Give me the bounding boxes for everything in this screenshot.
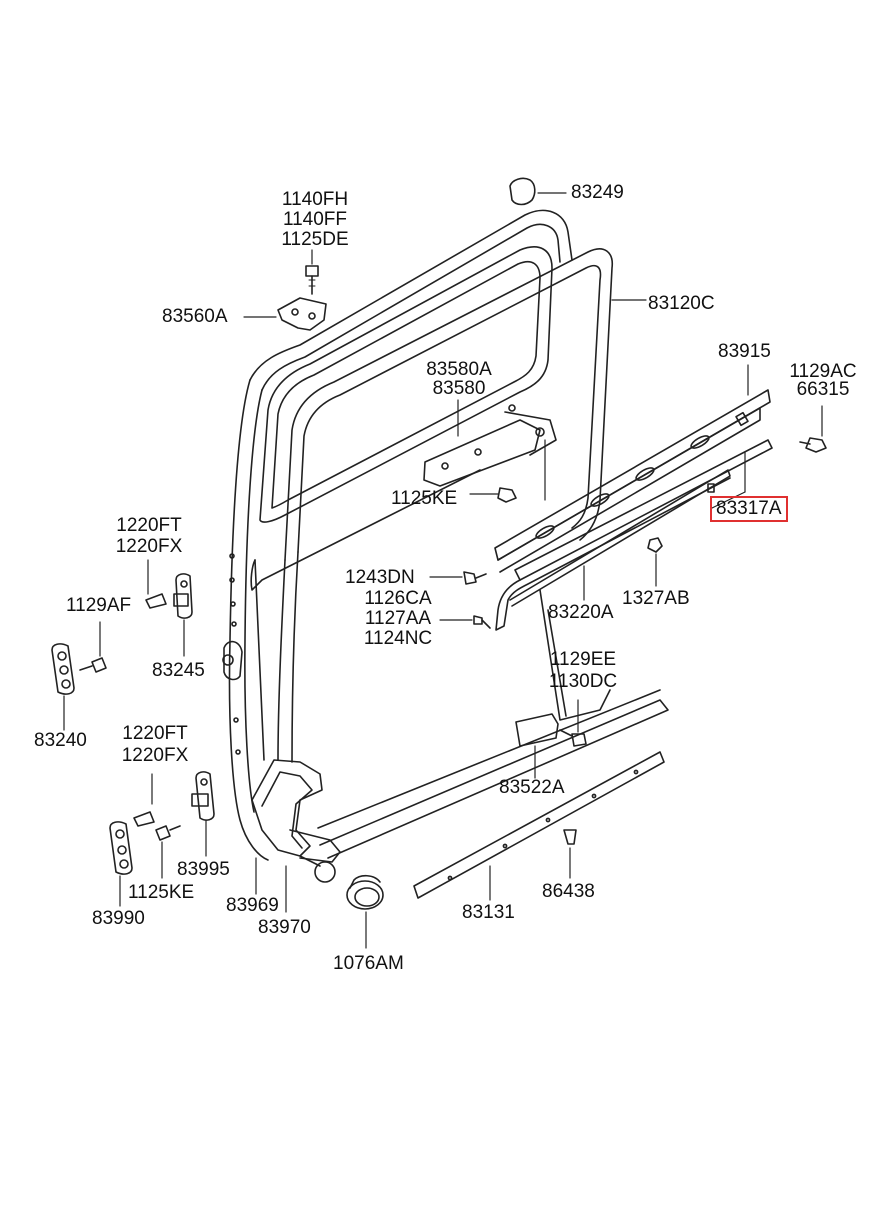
clip-86438 bbox=[564, 830, 576, 844]
label-66315[interactable]: 66315 bbox=[796, 379, 850, 400]
label-1125de[interactable]: 1125DE bbox=[281, 229, 349, 250]
label-1129ee[interactable]: 1129EE bbox=[549, 649, 617, 670]
weatherstrip-83120c-lower-inner bbox=[292, 552, 298, 762]
label-1140ff[interactable]: 1140FF bbox=[282, 209, 348, 230]
center-rail-83915 bbox=[495, 390, 770, 560]
hinge-83969 bbox=[252, 760, 322, 856]
upper-rail-bracket-83580 bbox=[424, 420, 540, 486]
label-83580a[interactable]: 83580A bbox=[426, 359, 492, 380]
door-outer-frame bbox=[250, 210, 572, 380]
door-panel-right2 bbox=[548, 610, 566, 716]
label-1127aa[interactable]: 1127AA bbox=[364, 608, 432, 629]
grommet-1076am bbox=[347, 881, 383, 909]
label-1125ke-bottom[interactable]: 1125KE bbox=[128, 882, 195, 903]
screw-1243dn bbox=[464, 572, 476, 584]
weatherstrip-83120c-inner bbox=[298, 266, 600, 552]
bolt-1129ac bbox=[806, 438, 826, 452]
door-outer-left-edge-inner bbox=[245, 390, 262, 812]
screw-1220ft-b bbox=[134, 812, 154, 826]
bracket-83220a bbox=[510, 470, 730, 606]
label-1220fx-a[interactable]: 1220FX bbox=[115, 536, 183, 557]
nut-1327ab bbox=[648, 538, 662, 552]
label-83120c[interactable]: 83120C bbox=[648, 293, 715, 314]
label-1327ab[interactable]: 1327AB bbox=[622, 588, 690, 609]
label-1243dn[interactable]: 1243DN bbox=[345, 567, 415, 588]
screw-1220ft-a bbox=[146, 594, 166, 608]
label-83240[interactable]: 83240 bbox=[34, 730, 87, 751]
latch-83245 bbox=[176, 574, 192, 618]
door-bottom-sill bbox=[320, 700, 668, 858]
bolt-1125ke-top bbox=[498, 488, 516, 502]
weatherstrip-83120c bbox=[285, 249, 612, 560]
label-83220a[interactable]: 83220A bbox=[548, 602, 614, 623]
bolt-1129af bbox=[92, 658, 106, 672]
bracket-83560a bbox=[278, 298, 326, 330]
window-frame-inner bbox=[272, 262, 540, 508]
label-83995[interactable]: 83995 bbox=[177, 859, 230, 880]
label-1125ke-top[interactable]: 1125KE bbox=[391, 488, 458, 509]
plate-83990 bbox=[110, 822, 132, 874]
door-mid-panel bbox=[251, 470, 480, 590]
plate-83240 bbox=[52, 644, 74, 694]
cap-83249 bbox=[510, 178, 535, 204]
label-83915[interactable]: 83915 bbox=[718, 341, 771, 362]
latch-83995 bbox=[196, 772, 214, 820]
sill-strip-83131 bbox=[414, 752, 664, 898]
label-83969[interactable]: 83969 bbox=[226, 895, 279, 916]
label-83580[interactable]: 83580 bbox=[432, 378, 486, 399]
label-1129ac[interactable]: 1129AC bbox=[789, 361, 857, 382]
screw-1127aa bbox=[474, 616, 482, 624]
label-83522a[interactable]: 83522A bbox=[499, 777, 565, 798]
label-1130dc[interactable]: 1130DC bbox=[548, 671, 618, 692]
label-83245[interactable]: 83245 bbox=[152, 660, 205, 681]
bolt-1125ke-bottom bbox=[156, 826, 170, 840]
label-83970[interactable]: 83970 bbox=[258, 917, 311, 938]
label-1220ft-b[interactable]: 1220FT bbox=[122, 723, 188, 744]
door-inner-edge bbox=[255, 560, 264, 760]
bolt-1129ee bbox=[572, 734, 586, 746]
label-1129af[interactable]: 1129AF bbox=[66, 595, 132, 616]
window-frame bbox=[260, 247, 552, 522]
label-1076am[interactable]: 1076AM bbox=[333, 953, 404, 974]
label-1220fx-b[interactable]: 1220FX bbox=[121, 745, 189, 766]
label-86438[interactable]: 86438 bbox=[542, 881, 595, 902]
label-1140fh[interactable]: 1140FH bbox=[281, 189, 349, 210]
bracket-83522a bbox=[516, 714, 558, 746]
door-bottom-sill-2 bbox=[318, 690, 660, 828]
label-83249[interactable]: 83249 bbox=[571, 182, 624, 203]
label-83317a-highlighted[interactable]: 83317A bbox=[710, 496, 788, 522]
door-outer-left-edge bbox=[229, 380, 268, 860]
label-83990[interactable]: 83990 bbox=[92, 908, 145, 929]
label-1124nc[interactable]: 1124NC bbox=[363, 628, 433, 649]
label-1126ca[interactable]: 1126CA bbox=[364, 588, 432, 609]
label-83560a[interactable]: 83560A bbox=[162, 306, 228, 327]
label-83131[interactable]: 83131 bbox=[462, 902, 515, 923]
door-panel-right bbox=[540, 590, 610, 720]
label-1220ft-a[interactable]: 1220FT bbox=[116, 515, 182, 536]
door-outer-frame-inner bbox=[262, 224, 560, 390]
bolt-1140fh bbox=[306, 266, 318, 276]
rail-83317a bbox=[515, 440, 772, 580]
weatherstrip-83120c-lower bbox=[278, 560, 285, 760]
hinge-83970 bbox=[262, 772, 312, 848]
